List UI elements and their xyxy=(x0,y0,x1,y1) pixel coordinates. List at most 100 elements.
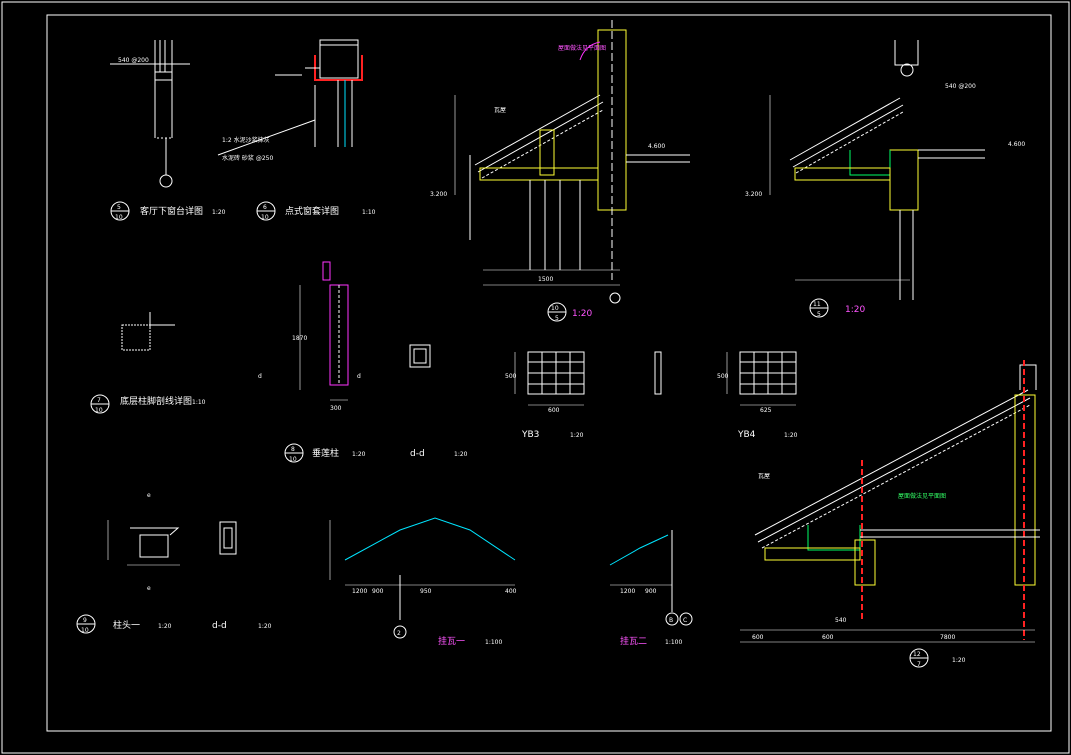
svg-text:4.600: 4.600 xyxy=(1008,141,1025,148)
detail-8-den: 10 xyxy=(289,456,297,463)
yb4-scale: 1:20 xyxy=(784,432,798,439)
yb4-title: YB4 xyxy=(737,430,756,440)
d10-total-dim: 1500 xyxy=(538,276,553,283)
detail-11-den: 5 xyxy=(817,311,821,318)
yb3-width: 600 xyxy=(548,407,560,414)
roof2-dim-a: 1200 xyxy=(620,588,635,595)
detail-10-num: 10 xyxy=(551,305,559,312)
yb3-height: 500 xyxy=(505,373,517,380)
roof1-dim-c: 950 xyxy=(420,588,432,595)
note-mortar-1: 1:2 水泥沙浆抹灰 xyxy=(222,136,270,144)
svg-text:540 @200: 540 @200 xyxy=(118,57,149,64)
detail-9-title: 柱头一 xyxy=(113,619,140,631)
detail-7-title: 底层柱脚剖线详图 xyxy=(120,395,192,407)
svg-text:屋面做法见平面图: 屋面做法见平面图 xyxy=(898,492,946,500)
detail-7-scale: 1:10 xyxy=(192,399,206,406)
detail-6-title: 点式窗套详图 xyxy=(285,205,339,217)
detail-9-column-head: e e xyxy=(107,492,237,592)
detail-8-hanging-column: d d xyxy=(258,261,431,401)
detail-5-title: 客厅下窗台详图 xyxy=(140,205,203,217)
d12-eave-dim: 600 xyxy=(822,634,834,641)
detail-7-column-base xyxy=(121,312,175,351)
roof1-scale: 1:100 xyxy=(485,639,502,646)
roof2-title: 挂瓦二 xyxy=(620,635,647,647)
d12-left-dim: 600 xyxy=(752,634,764,641)
detail-9b-scale: 1:20 xyxy=(258,623,272,630)
detail-11-gutter-section: 3.200 4.600 540 @200 xyxy=(745,40,1025,300)
note-mortar-2: 水泥砖 砂浆 @250 xyxy=(222,154,273,162)
roof2-axis-c: C xyxy=(683,617,687,624)
detail-7-label: 7 10 底层柱脚剖线详图 1:10 xyxy=(90,394,206,414)
yb3-scale: 1:20 xyxy=(570,432,584,439)
detail-9b-title: d-d xyxy=(212,621,227,631)
section-mark-d-right: d xyxy=(357,373,361,380)
yb3-title: YB3 xyxy=(521,430,539,440)
roof2-axis-b: B xyxy=(669,617,673,624)
detail-6-window-frame: 1:2 水泥沙浆抹灰 水泥砖 砂浆 @250 xyxy=(217,39,363,162)
roof1-title: 挂瓦一 xyxy=(438,635,465,647)
detail-8-scale: 1:20 xyxy=(352,451,366,458)
d12-mid-dim: 540 xyxy=(835,617,847,624)
detail-6-num: 6 xyxy=(263,204,267,211)
detail-5-num: 5 xyxy=(117,204,121,211)
detail-6-scale: 1:10 xyxy=(362,209,376,216)
svg-text:540 @200: 540 @200 xyxy=(945,83,976,90)
detail-9-label: 9 10 柱头一 1:20 d-d 1:20 xyxy=(76,614,272,634)
detail-9-den: 10 xyxy=(81,627,89,634)
roof1-dim-b: 900 xyxy=(372,588,384,595)
detail-12-num: 12 xyxy=(913,651,921,658)
detail-9-num: 9 xyxy=(83,617,87,624)
yb3-grille: 600 500 YB3 1:20 xyxy=(505,351,585,440)
roof1-axis: 2 xyxy=(397,630,401,637)
detail-10-scale: 1:20 xyxy=(572,309,592,319)
detail-7-num: 7 xyxy=(97,397,101,404)
detail-5-den: 10 xyxy=(115,214,123,221)
detail-12-label: 12 7 1:20 xyxy=(909,648,966,668)
roof-profile-1: 1200 900 950 400 2 挂瓦一 1:100 xyxy=(329,517,517,647)
detail-9-scale: 1:20 xyxy=(158,623,172,630)
yb4-height: 500 xyxy=(717,373,729,380)
detail-10-eave-section: 屋面做法见平面图 瓦屋 1500 3.200 4.600 xyxy=(430,20,690,304)
detail-8-label: 8 10 垂莲柱 1:20 d-d 1:20 xyxy=(284,443,468,463)
roof1-dim-a: 1200 xyxy=(352,588,367,595)
svg-text:瓦屋: 瓦屋 xyxy=(758,473,770,480)
d12-total-dim: 7800 xyxy=(940,634,955,641)
detail-5-scale: 1:20 xyxy=(212,209,226,216)
svg-text:3.200: 3.200 xyxy=(430,191,447,198)
detail-5-window-sill: 540 @200 xyxy=(110,40,190,188)
detail-8-title: 垂莲柱 xyxy=(312,447,339,459)
section-mark-e-top: e xyxy=(147,492,151,499)
detail-7-den: 10 xyxy=(95,407,103,414)
svg-text:3.200: 3.200 xyxy=(745,191,762,198)
sheet-frame xyxy=(46,14,1052,732)
detail-10-label: 10 5 1:20 xyxy=(547,302,592,322)
yb4-width: 625 xyxy=(760,407,772,414)
detail-10-den: 5 xyxy=(555,315,559,322)
detail-6-label: 6 10 点式窗套详图 1:10 xyxy=(256,201,376,221)
svg-text:屋面做法见平面图: 屋面做法见平面图 xyxy=(558,44,606,52)
yb4-grille: 625 500 YB4 1:20 xyxy=(717,351,798,440)
section-mark-d-left: d xyxy=(258,373,262,380)
detail-6-den: 10 xyxy=(261,214,269,221)
detail-11-num: 11 xyxy=(813,301,821,308)
section-mark-e-bottom: e xyxy=(147,585,151,592)
detail-12-den: 7 xyxy=(917,661,921,668)
column-height-dim: 1870 xyxy=(292,335,307,342)
roof2-dim-b: 900 xyxy=(645,588,657,595)
roof-profile-2: 1200 900 B C 挂瓦二 1:100 xyxy=(609,530,693,647)
detail-5-label: 5 10 客厅下窗台详图 1:20 xyxy=(110,201,226,221)
detail-11-label: 11 5 1:20 xyxy=(809,298,865,318)
detail-12-roof-section: 600 600 540 7800 屋面做法见平面图 瓦屋 xyxy=(740,360,1040,643)
detail-8b-title: d-d xyxy=(410,449,425,459)
svg-text:4.600: 4.600 xyxy=(648,143,665,150)
detail-12-scale: 1:20 xyxy=(952,657,966,664)
svg-text:瓦屋: 瓦屋 xyxy=(494,107,506,114)
detail-11-scale: 1:20 xyxy=(845,305,865,315)
roof1-dim-d: 400 xyxy=(505,588,517,595)
roof2-scale: 1:100 xyxy=(665,639,682,646)
detail-8b-scale: 1:20 xyxy=(454,451,468,458)
yb-section-strip xyxy=(654,351,662,395)
column-width-dim: 300 xyxy=(330,405,342,412)
